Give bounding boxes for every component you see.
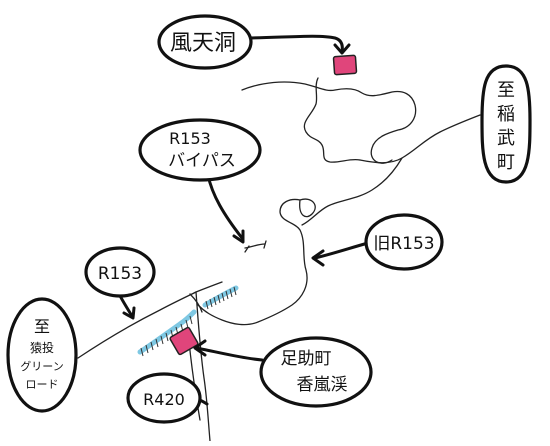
label-r420-text: R420 xyxy=(143,390,185,409)
label-old-r153-text: 旧R153 xyxy=(373,234,434,254)
label-old-r153: 旧R153 xyxy=(364,213,444,271)
road-futendo-branch xyxy=(303,77,361,163)
arrow-futendo xyxy=(244,34,344,54)
arrow-r153-head xyxy=(122,306,136,320)
label-bypass: R153 バイパス xyxy=(138,118,262,182)
arrow-old-r153 xyxy=(313,241,370,260)
label-futendo: 風天洞 xyxy=(157,14,253,70)
label-sanage-line3: グリーン xyxy=(20,359,63,373)
label-sanage-line4: ロード xyxy=(26,378,59,391)
label-inabu: 至 稲 武 町 xyxy=(480,64,532,184)
road-network xyxy=(77,77,481,442)
label-futendo-text: 風天洞 xyxy=(170,31,236,56)
road-bypass-tick xyxy=(244,240,267,253)
futendo-marker[interactable] xyxy=(332,54,358,76)
label-bypass-line1: R153 xyxy=(169,129,211,148)
arrow-korankei xyxy=(194,346,264,362)
road-old-r153-loop xyxy=(299,198,316,218)
label-bypass-line2: バイパス xyxy=(168,151,236,171)
road-old-r153 xyxy=(197,198,308,326)
label-sanage-line2: 猿投 xyxy=(30,340,54,355)
arrow-bypass-head xyxy=(232,229,245,244)
road-to-inabu xyxy=(359,114,481,164)
road-r420 xyxy=(195,291,211,442)
label-sanage-line1: 至 xyxy=(34,317,50,336)
arrow-old-r153-head xyxy=(311,249,325,267)
river-lower-hatch xyxy=(140,315,193,357)
road-inabu-south xyxy=(301,157,403,226)
label-sanage: 至 猿投 グリーン ロード xyxy=(6,297,78,413)
road-r153-sanage xyxy=(77,281,223,359)
road-r153-parallel xyxy=(189,293,203,313)
callout-arrows xyxy=(116,34,370,406)
label-inabu-line2: 稲 xyxy=(497,104,515,125)
road-bypass-stub xyxy=(244,243,266,249)
korankei-marker[interactable] xyxy=(169,326,199,356)
arrow-bypass xyxy=(206,173,244,240)
label-r153-text: R153 xyxy=(98,264,142,284)
arrow-korankei-head xyxy=(193,339,207,357)
road-futendo-area xyxy=(241,81,417,164)
label-r420: R420 xyxy=(126,372,202,424)
label-korankei-line1: 足助町 xyxy=(281,349,332,369)
river-upper xyxy=(202,285,239,308)
label-korankei: 足助町 香嵐渓 xyxy=(259,336,373,408)
river xyxy=(137,285,239,357)
label-inabu-line1: 至 xyxy=(497,80,515,101)
river-lower xyxy=(137,309,197,355)
label-r153: R153 xyxy=(84,246,156,298)
label-inabu-line3: 武 xyxy=(497,128,515,149)
river-upper-hatch xyxy=(205,286,237,310)
arrow-futendo-head xyxy=(333,43,351,55)
label-inabu-line4: 町 xyxy=(497,152,515,173)
label-korankei-line2: 香嵐渓 xyxy=(297,375,348,395)
